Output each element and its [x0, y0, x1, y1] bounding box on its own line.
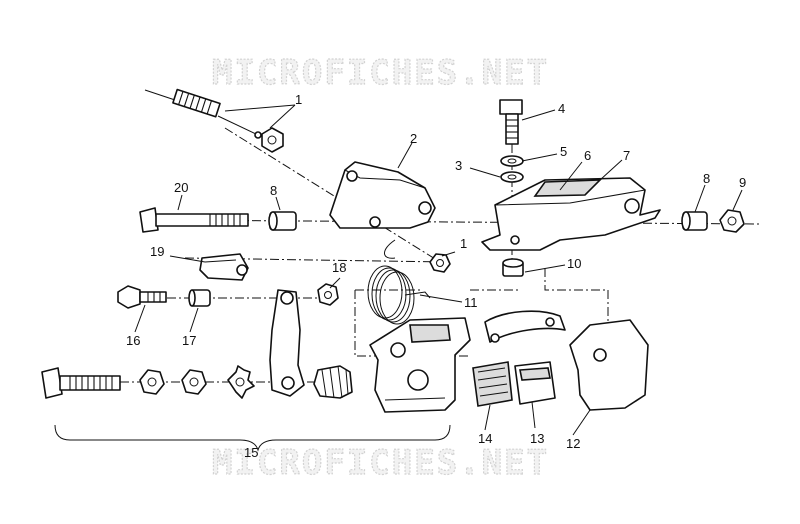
callout-7: 7: [623, 148, 630, 163]
callout-14: 14: [478, 431, 492, 446]
callout-19: 19: [150, 244, 164, 259]
callout-10: 10: [567, 256, 581, 271]
callout-9: 9: [739, 175, 746, 190]
gear-15d: [313, 365, 353, 399]
pad-backing: [484, 310, 566, 343]
washer-3: [500, 171, 524, 183]
callout-11: 11: [464, 295, 478, 310]
callouts: 1 2 3 4 5 6 7 8 9 20 8 1 10 11 18 19 16 …: [126, 92, 746, 460]
callout-2: 2: [410, 131, 417, 146]
bolt-assembly-15: [41, 367, 121, 399]
callout-16: 16: [126, 333, 140, 348]
brake-pad-13: [514, 361, 556, 405]
bracket-upper: [329, 161, 436, 229]
callout-8-right: 8: [703, 171, 710, 186]
lever-arm: [269, 289, 305, 397]
bolt-vertical: [499, 99, 523, 145]
nut-top: [261, 127, 284, 153]
nut-right: [719, 209, 745, 233]
callout-1-top: 1: [295, 92, 302, 107]
bushing-right: [681, 211, 708, 231]
callout-6: 6: [584, 148, 591, 163]
washer-5: [500, 155, 524, 167]
bracket-15: [54, 424, 451, 452]
callout-13: 13: [530, 431, 544, 446]
clevis: [199, 253, 249, 281]
bushing-left: [268, 211, 297, 231]
nut-15b: [181, 369, 207, 395]
leader-lines: [134, 104, 743, 436]
callout-18: 18: [332, 260, 346, 275]
callout-3: 3: [455, 158, 462, 173]
long-bolt: [139, 207, 249, 233]
callout-17: 17: [182, 333, 196, 348]
callout-8-left: 8: [270, 183, 277, 198]
callout-12: 12: [566, 436, 580, 451]
nut-lower: [429, 253, 451, 273]
torsion-spring: [367, 239, 431, 325]
callout-4: 4: [558, 101, 565, 116]
callout-5: 5: [560, 144, 567, 159]
callout-20: 20: [174, 180, 188, 195]
star-washer-15c: [227, 365, 255, 399]
washer-15a: [139, 369, 165, 395]
bushing-small: [188, 289, 211, 307]
brake-pad-14: [472, 361, 513, 407]
callout-1-lower: 1: [460, 236, 467, 251]
watermark-top: MICROFICHES.NET: [212, 53, 549, 93]
callout-15: 15: [244, 445, 258, 460]
caliper-body: [369, 317, 471, 413]
nut-18: [317, 283, 339, 306]
watermark-bottom: MICROFICHES.NET: [212, 443, 549, 483]
cable-assembly: [144, 88, 262, 139]
caliper-plate-12: [569, 319, 649, 411]
small-bolt: [117, 285, 167, 309]
spacer-10: [502, 258, 524, 277]
housing-bracket: [481, 177, 661, 251]
